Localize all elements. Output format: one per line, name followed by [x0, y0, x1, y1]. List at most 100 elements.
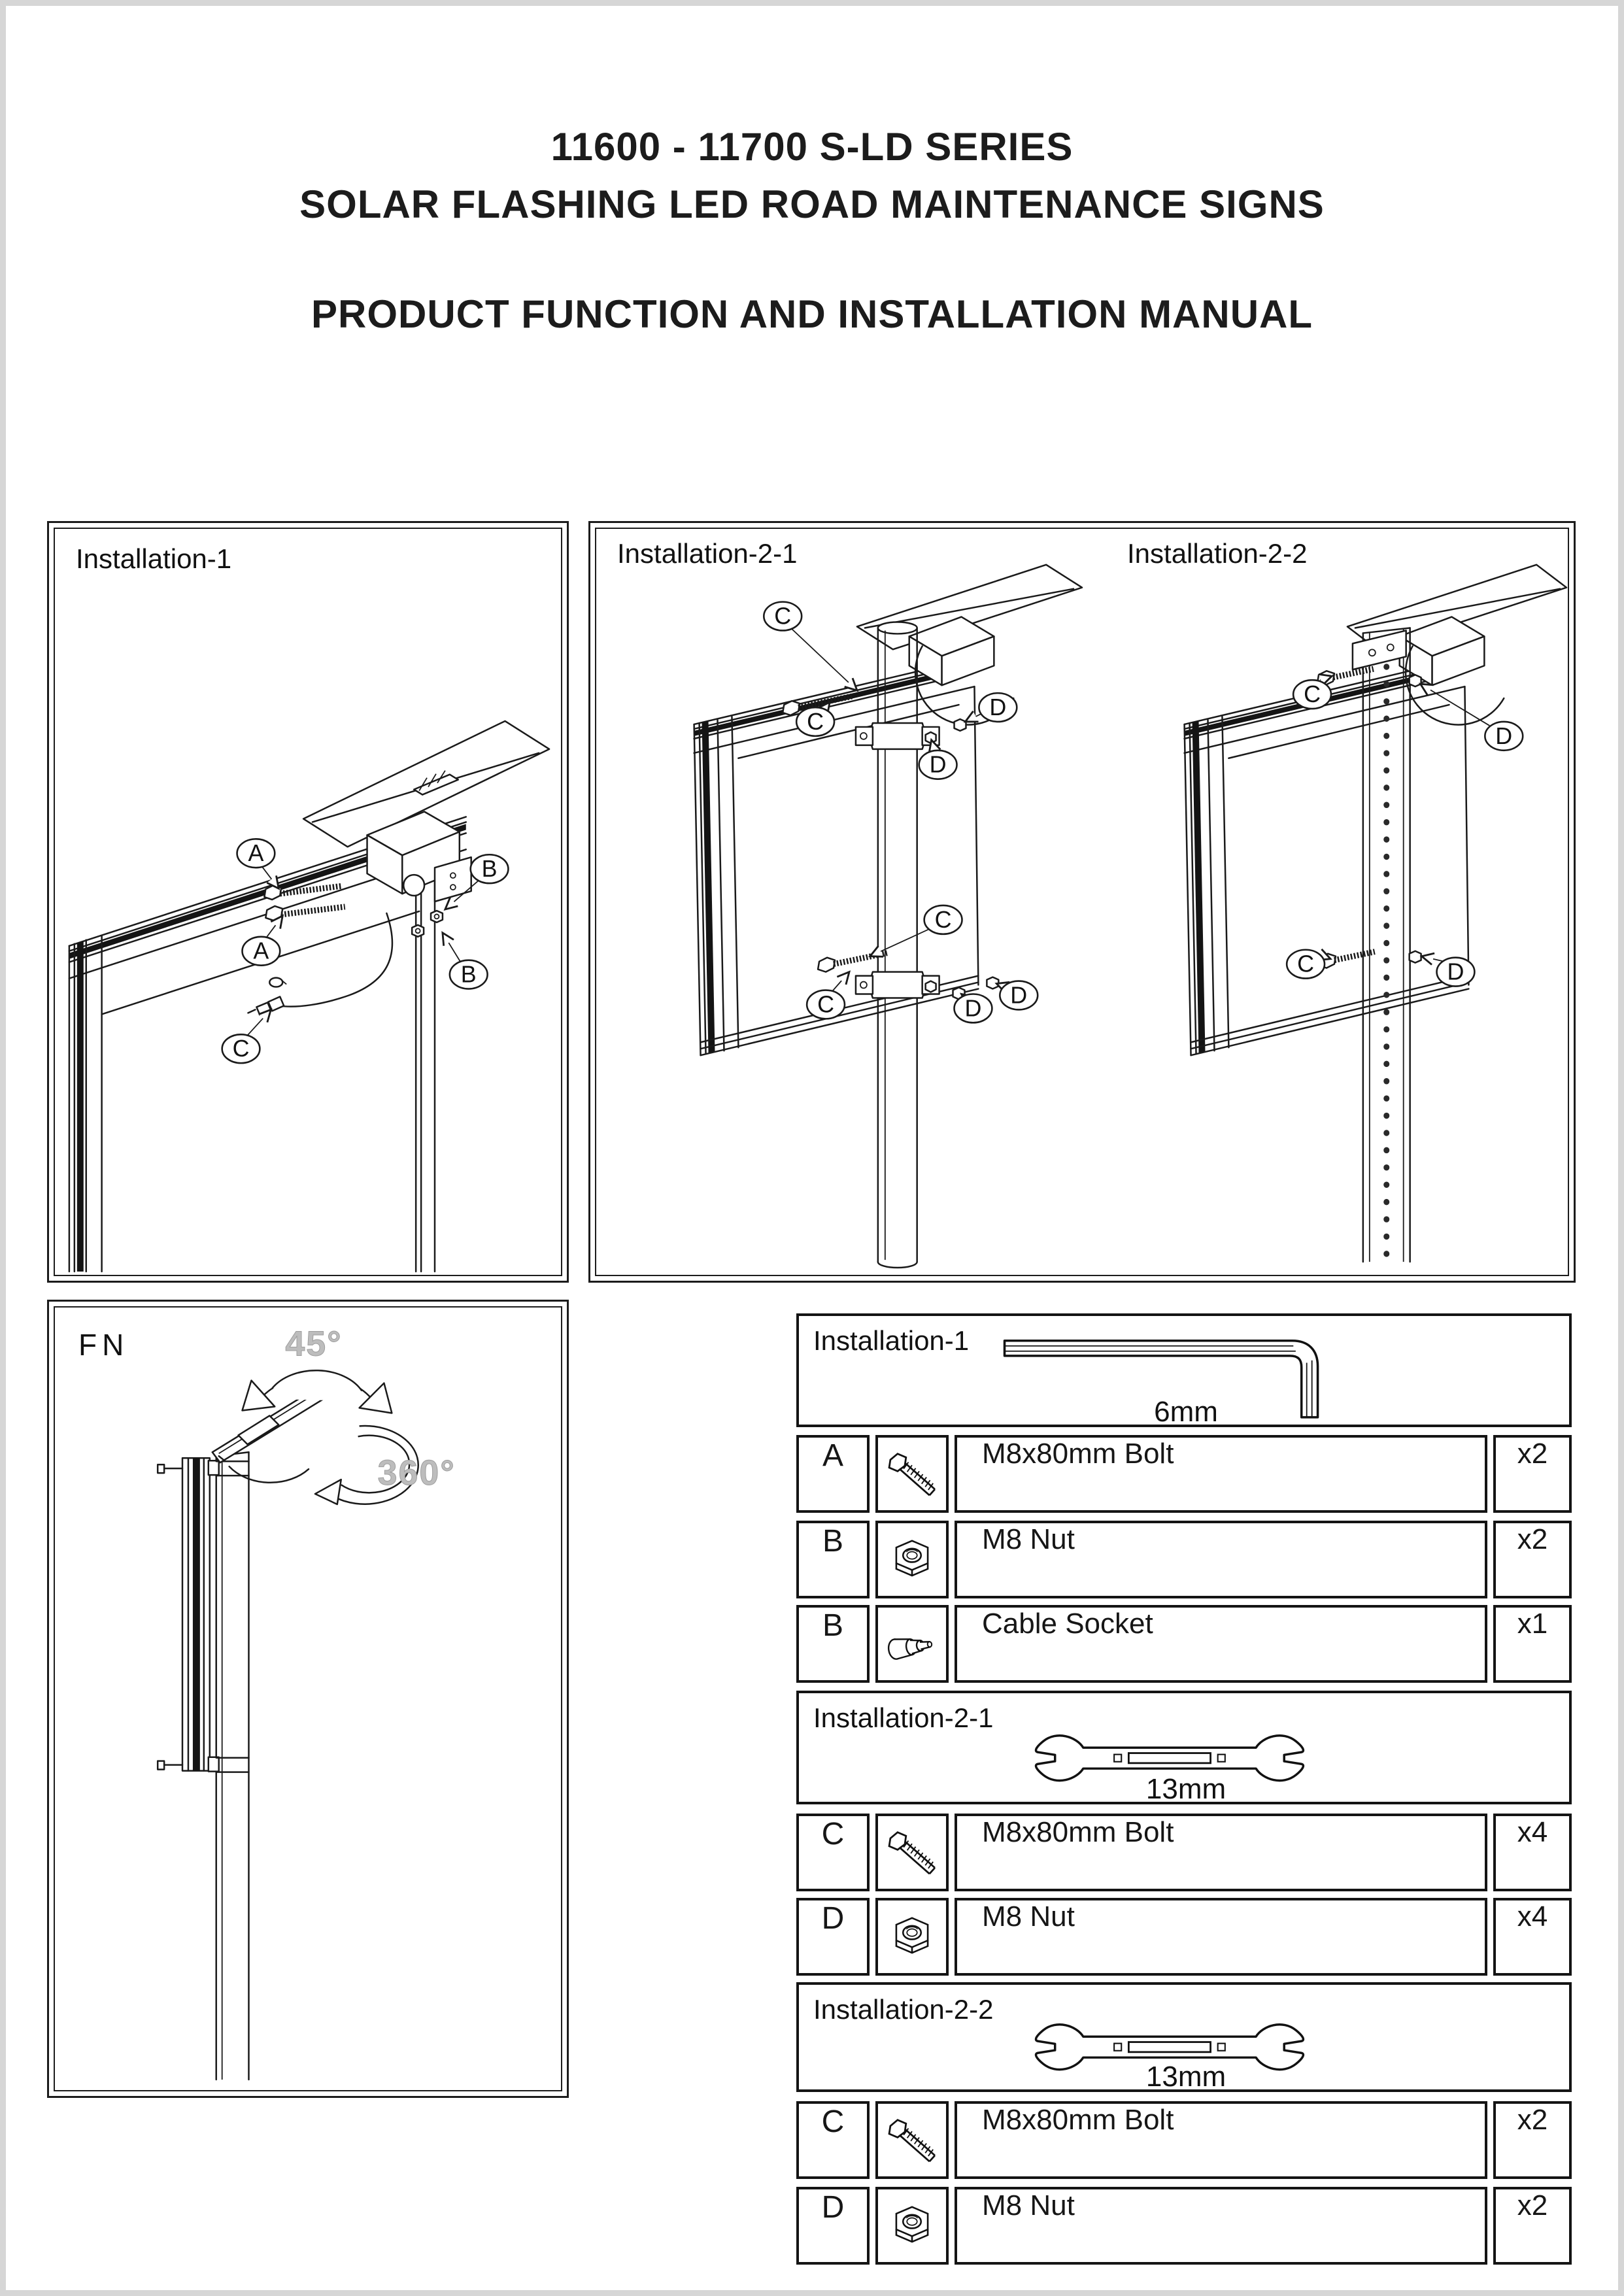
part-icon-cell — [875, 1605, 949, 1683]
bolt-icon — [888, 1831, 936, 1874]
part-desc: M8 Nut — [955, 2187, 1487, 2265]
callout-a1: A — [248, 840, 263, 866]
pole-side-view — [215, 1451, 250, 2081]
tilt-arrow-45 — [241, 1369, 393, 1414]
callout-21-c1: C — [774, 603, 791, 630]
nut-icon — [895, 1539, 929, 1576]
section-header-installation-2-2: Installation-2-2 13mm — [796, 1982, 1572, 2093]
product-title: SOLAR FLASHING LED ROAD MAINTENANCE SIGN… — [299, 182, 1325, 226]
hardware-tables: Installation-1 6mm A — [796, 1313, 1572, 2274]
part-icon-cell — [875, 1435, 949, 1513]
bolt-icon — [888, 1452, 936, 1496]
part-qty: x2 — [1493, 2187, 1572, 2265]
sign-board-22 — [1183, 657, 1470, 1056]
part-icon-cell — [875, 2187, 949, 2265]
part-icon-cell — [875, 1521, 949, 1598]
part-letter: A — [796, 1435, 870, 1513]
solar-panel-unit — [302, 720, 550, 903]
bolt-icon — [888, 2118, 936, 2162]
section-header-installation-1: Installation-1 6mm — [796, 1313, 1572, 1428]
wrench-icon — [1034, 1734, 1305, 1782]
callout-22-c2: C — [1297, 951, 1314, 977]
part-letter: B — [796, 1521, 870, 1598]
part-letter: D — [796, 1898, 870, 1976]
wrench-icon — [1034, 2023, 1305, 2071]
part-qty: x4 — [1493, 1898, 1572, 1976]
part-icon-cell — [875, 2101, 949, 2179]
rotate-arrow-360 — [314, 1425, 419, 1506]
installation-2-panel-inner: Installation-2-1 Installation-2-2 — [595, 528, 1569, 1276]
callout-c1: C — [233, 1036, 250, 1062]
callout-22-d2: D — [1447, 959, 1464, 985]
callout-21-c4: C — [817, 991, 834, 1017]
part-desc: M8x80mm Bolt — [955, 1435, 1487, 1513]
fn-diagram: 45° 360° — [156, 1324, 456, 2081]
mount-brackets — [156, 1459, 250, 1773]
part-letter: B — [796, 1605, 870, 1683]
installation-1-label: Installation-1 — [76, 543, 232, 574]
installation-2-diagram: C C D D C C D D — [693, 564, 1568, 1269]
callout-b1: B — [482, 856, 498, 882]
part-letter: C — [796, 2101, 870, 2179]
part-desc: M8 Nut — [955, 1898, 1487, 1976]
callout-21-d3: D — [964, 995, 981, 1021]
solar-panel-unit-21 — [856, 564, 1083, 726]
callout-22-d1: D — [1495, 723, 1512, 749]
callout-bubbles-21: C C D D C C D D — [763, 601, 1039, 1024]
tool-size-label: 13mm — [1145, 2061, 1226, 2093]
nut-icon — [895, 1916, 929, 1953]
solar-panel-side-view — [211, 1385, 330, 1483]
hex-key-icon — [1003, 1339, 1319, 1419]
part-desc: M8 Nut — [955, 1521, 1487, 1598]
part-qty: x2 — [1493, 1521, 1572, 1598]
callout-21-d2: D — [989, 694, 1006, 720]
installation-1-panel-inner: Installation-1 — [54, 528, 562, 1276]
callout-21-c3: C — [935, 907, 952, 933]
pole-clamp-top — [854, 722, 940, 751]
sign-side-view — [181, 1457, 211, 1772]
installation-2-panel: Installation-2-1 Installation-2-2 — [588, 521, 1576, 1283]
part-icon-cell — [875, 1898, 949, 1976]
callout-bubbles: A A B B C — [221, 838, 509, 1064]
rotate-angle-label: 360° — [378, 1453, 456, 1493]
part-letter: D — [796, 2187, 870, 2265]
nuts-b — [411, 909, 444, 938]
part-desc: M8x80mm Bolt — [955, 1814, 1487, 1891]
section-2-label: Installation-2-1 — [813, 1702, 994, 1733]
part-qty: x2 — [1493, 1435, 1572, 1513]
part-qty: x4 — [1493, 1814, 1572, 1891]
installation-1-diagram: A A B B C — [68, 720, 550, 1273]
part-qty: x2 — [1493, 2101, 1572, 2179]
section-header-installation-2-1: Installation-2-1 13mm — [796, 1691, 1572, 1805]
pole-clamp-bottom — [854, 971, 940, 999]
sign-board-21 — [693, 657, 979, 1056]
tool-size-label: 6mm — [1154, 1396, 1218, 1428]
installation-2-2-label: Installation-2-2 — [1127, 538, 1308, 569]
fn-panel: FN — [47, 1300, 569, 2098]
tilt-angle-label: 45° — [285, 1325, 342, 1364]
nut-icon — [895, 2205, 929, 2242]
part-desc: M8x80mm Bolt — [955, 2101, 1487, 2179]
fn-panel-inner: FN — [54, 1306, 562, 2091]
series-title: 11600 - 11700 S-LD SERIES — [550, 125, 1074, 169]
manual-title: PRODUCT FUNCTION AND INSTALLATION MANUAL — [311, 292, 1313, 336]
part-desc: Cable Socket — [955, 1605, 1487, 1683]
callout-b2: B — [461, 962, 477, 988]
cable-socket-icon — [887, 1638, 933, 1660]
installation-1-panel: Installation-1 — [47, 521, 569, 1283]
section-3-label: Installation-2-2 — [813, 1994, 994, 2025]
callout-21-d1: D — [930, 752, 947, 778]
part-letter: C — [796, 1814, 870, 1891]
callout-22-c1: C — [1304, 681, 1321, 707]
channel-post — [1351, 627, 1411, 1263]
callout-bubbles-22: C D C D — [1285, 679, 1524, 987]
part-icon-cell — [875, 1814, 949, 1891]
section-1-label: Installation-1 — [813, 1325, 970, 1356]
installation-2-1-label: Installation-2-1 — [617, 538, 798, 569]
mounting-bolts-a — [263, 883, 346, 922]
part-qty: x1 — [1493, 1605, 1572, 1683]
callout-leaders-22 — [1313, 673, 1490, 966]
callout-21-c2: C — [807, 709, 824, 735]
callout-a2: A — [253, 938, 269, 964]
